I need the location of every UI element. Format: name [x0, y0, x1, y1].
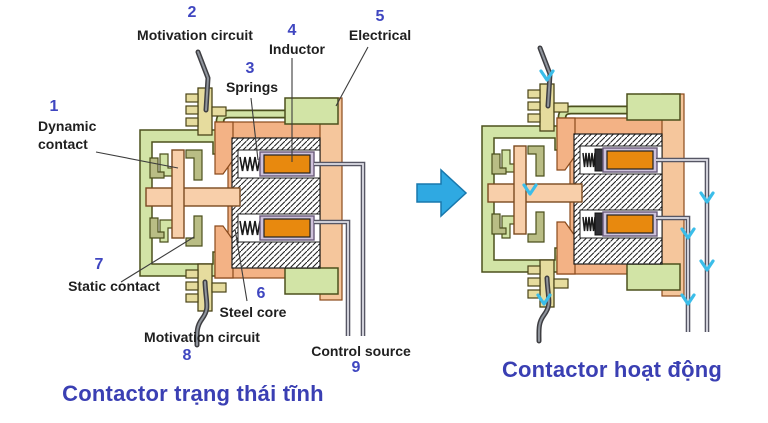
bolt — [527, 289, 541, 299]
contactor-static-drawing — [139, 49, 366, 348]
electrical-block-bottom — [284, 267, 339, 295]
leader-springs — [250, 97, 259, 161]
label-number-8: 8 — [182, 347, 192, 364]
label-number-5: 5 — [375, 8, 385, 25]
dynamic-contact — [491, 153, 507, 175]
label-number-2: 2 — [187, 4, 197, 21]
bolt — [185, 105, 199, 115]
electrical-block-top — [284, 97, 339, 125]
inductor-coil — [263, 218, 311, 238]
label-number-6: 6 — [256, 285, 266, 302]
static-contact — [527, 211, 545, 243]
flow-arrow-down-icon — [699, 259, 715, 272]
flow-arrow-down-icon — [680, 293, 696, 306]
bolt — [185, 269, 199, 279]
state-transition-arrow-icon — [416, 168, 468, 218]
flow-arrow-down-icon — [522, 183, 538, 196]
spring-cap — [594, 148, 604, 172]
label-static-contact: Static contact — [68, 278, 160, 294]
bolt — [527, 265, 541, 275]
label-control-source: Control source — [311, 343, 411, 359]
bolt — [527, 89, 541, 99]
static-contact — [185, 215, 203, 247]
label-dynamic-contact: Dynamic contact — [38, 118, 97, 152]
bolt — [527, 113, 541, 123]
leader-dynamic-contact — [95, 151, 179, 169]
spring-compressed-icon — [582, 152, 596, 168]
flow-arrow-down-icon — [539, 69, 555, 82]
caption-static-state: Contactor trạng thái tĩnh — [62, 381, 324, 406]
inductor-coil — [606, 214, 654, 234]
inductor-coil — [606, 150, 654, 170]
flow-arrow-down-icon — [536, 293, 552, 306]
electrical-block-bottom — [626, 263, 681, 291]
label-number-4: 4 — [287, 22, 297, 39]
contact-carrier — [513, 145, 527, 235]
leader-electrical — [335, 46, 369, 107]
leader-static-contact — [120, 236, 195, 283]
electrical-block-top — [626, 93, 681, 121]
bolt — [185, 93, 199, 103]
bolt — [185, 293, 199, 303]
armature — [145, 187, 241, 207]
caption-operating-state: Contactor hoạt động — [501, 357, 723, 382]
contact-carrier — [171, 149, 185, 239]
label-number-7: 7 — [94, 256, 104, 273]
flow-arrow-down-icon — [699, 191, 715, 204]
label-number-1: 1 — [49, 98, 59, 115]
spring-cap — [594, 212, 604, 236]
dynamic-contact — [149, 217, 165, 239]
label-steel-core: Steel core — [219, 304, 287, 320]
label-electrical: Electrical — [348, 27, 412, 43]
leader-lines — [95, 46, 369, 302]
spring-icon — [239, 220, 261, 236]
spring-icon — [239, 156, 261, 172]
label-inductor: Inductor — [269, 41, 325, 57]
label-motivation-circuit-top: Motivation circuit — [137, 27, 253, 43]
static-contact — [527, 145, 545, 177]
bolt — [527, 101, 541, 111]
bolt — [185, 117, 199, 127]
flow-arrow-down-icon — [680, 227, 696, 240]
contactor-active-drawing — [481, 45, 715, 344]
label-springs: Springs — [225, 79, 279, 95]
leader-steel-core — [234, 228, 248, 302]
label-motivation-circuit-bottom: Motivation circuit — [144, 329, 260, 345]
inductor-coil — [263, 154, 311, 174]
bolt — [185, 281, 199, 291]
label-number-9: 9 — [351, 359, 361, 376]
static-contact — [185, 149, 203, 181]
label-number-3: 3 — [245, 60, 255, 77]
bolt — [527, 277, 541, 287]
dynamic-contact — [491, 213, 507, 235]
spring-compressed-icon — [582, 216, 596, 232]
